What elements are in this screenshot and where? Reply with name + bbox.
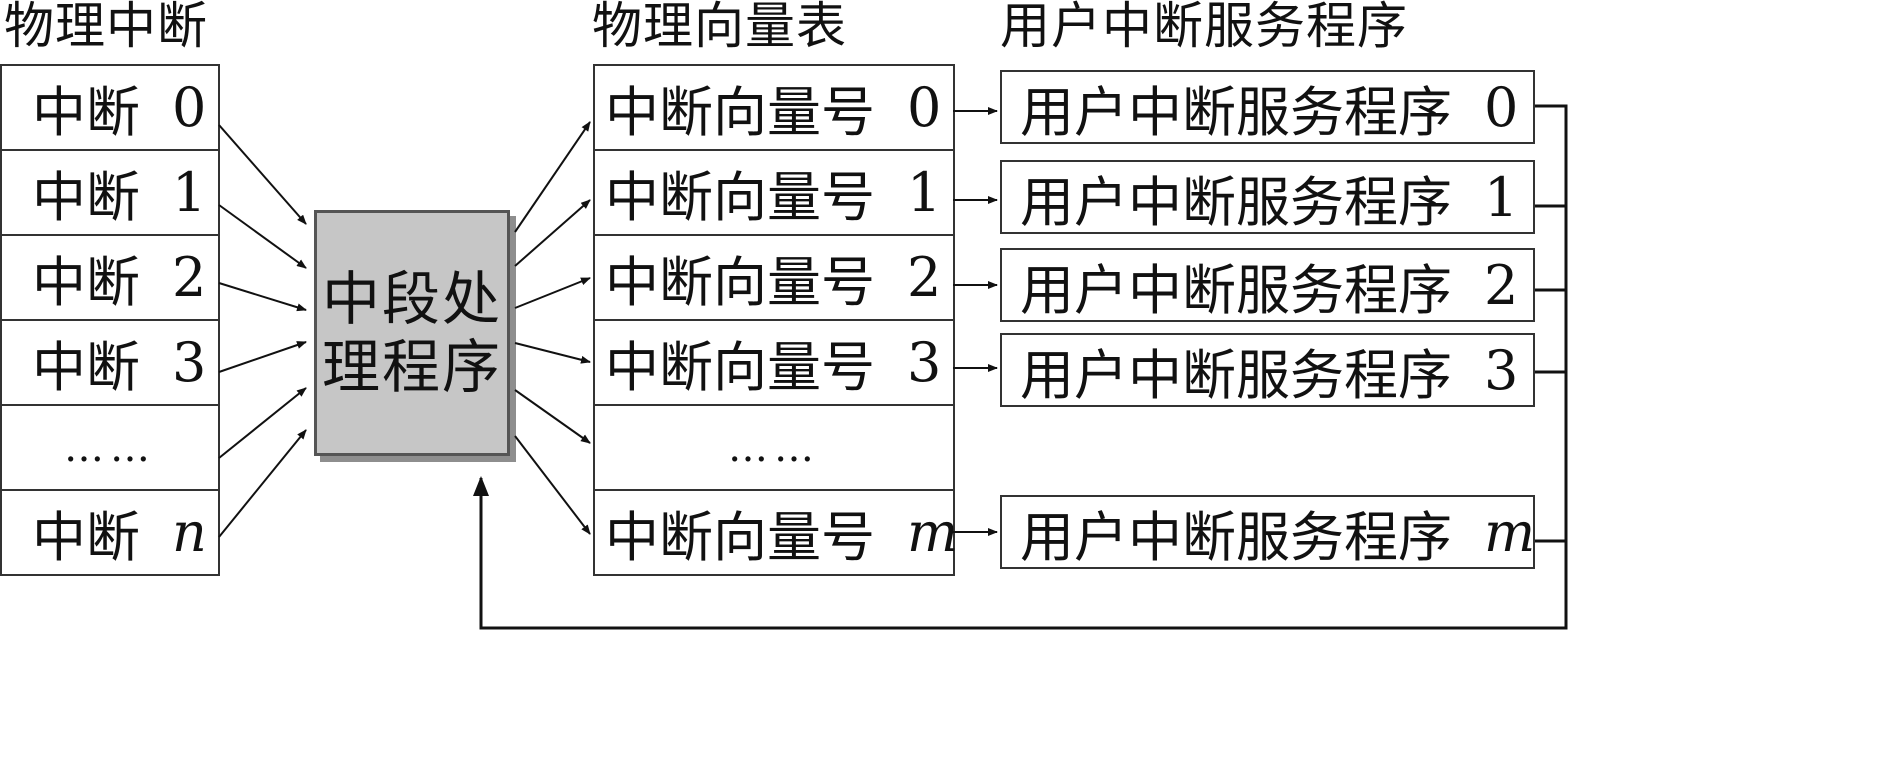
vector-row: 中断向量号 1 [595,151,953,236]
interrupt-index: 3 [172,331,207,394]
arrow-interrupt-to-handler [218,204,307,269]
interrupt-row: 中断 1 [2,151,218,236]
vector-label: 中断向量号 [605,336,875,399]
user-isr-box: 用户中断服务程序 1 [1000,160,1535,234]
user-isr-index: 3 [1484,338,1519,402]
interrupt-index: n [172,501,207,564]
user-isr-label: 用户中断服务程序 [1020,258,1452,322]
physical-interrupts-table: 中断 0 中断 1 中断 2 中断 3 …… 中断 n [0,64,220,576]
user-isr-box: 用户中断服务程序 m [1000,495,1535,569]
interrupt-label: 中断 [32,166,140,229]
arrow-handler-to-vector [514,342,591,364]
user-isr-label: 用户中断服务程序 [1020,343,1452,407]
arrow-interrupt-to-handler [218,429,307,538]
vector-label: 中断向量号 [605,251,875,314]
interrupt-label: 中断 [32,81,140,144]
arrow-interrupt-to-handler [218,387,307,459]
arrow-handler-to-vector [514,199,591,267]
vector-row: 中断向量号 0 [595,66,953,151]
physical-interrupts-title: 物理中断 [4,0,208,55]
interrupt-row: 中断 2 [2,236,218,321]
interrupt-label: 中断 [32,336,140,399]
user-isr-box: 用户中断服务程序 2 [1000,248,1535,322]
arrow-interrupt-to-handler [218,124,307,225]
interrupt-index: 0 [172,76,207,139]
arrow-interrupt-to-handler [218,341,307,373]
vector-index: 1 [907,161,942,224]
vector-index: 2 [907,246,942,309]
interrupt-label: 中断 [32,506,140,569]
user-isr-index: m [1484,500,1536,564]
interrupt-index: 2 [172,246,207,309]
interrupt-row: 中断 3 [2,321,218,406]
interrupt-index: 1 [172,161,207,224]
user-isr-index: 2 [1484,253,1519,317]
user-isr-box: 用户中断服务程序 3 [1000,333,1535,407]
interrupt-handler-label: 中段处理程序 [321,265,502,401]
vector-index: m [907,501,959,564]
arrow-handler-to-vector [514,389,591,444]
interrupt-row: 中断 n [2,491,218,574]
ellipsis: …… [728,424,820,471]
interrupt-label: 中断 [32,251,140,314]
vector-label: 中断向量号 [605,81,875,144]
arrow-handler-to-vector [514,121,591,233]
user-isr-label: 用户中断服务程序 [1020,505,1452,569]
user-isr-label: 用户中断服务程序 [1020,80,1452,144]
vector-index: 0 [907,76,942,139]
arrow-handler-to-vector [514,277,591,309]
interrupt-handler-box: 中段处理程序 [314,210,510,456]
vector-table: 中断向量号 0 中断向量号 1 中断向量号 2 中断向量号 3 …… 中断向量号 m [593,64,958,576]
user-isr-index: 0 [1484,75,1519,139]
vector-row: 中断向量号 2 [595,236,953,321]
ellipsis: …… [64,424,156,471]
physical-vector-table-title: 物理向量表 [592,0,847,55]
arrow-interrupt-to-handler [218,282,307,312]
user-isr-label: 用户中断服务程序 [1020,170,1452,234]
vector-row: 中断向量号 m [595,491,958,574]
user-isr-index: 1 [1484,165,1519,229]
vector-label: 中断向量号 [605,506,875,569]
vector-row: 中断向量号 3 [595,321,953,406]
user-isr-box: 用户中断服务程序 0 [1000,70,1535,144]
interrupt-row: 中断 0 [2,66,218,151]
vector-label: 中断向量号 [605,166,875,229]
vector-index: 3 [907,331,942,394]
user-isr-title: 用户中断服务程序 [1000,0,1408,55]
arrow-handler-to-vector [514,435,591,535]
vector-ellipsis-row: …… [595,406,953,491]
interrupt-ellipsis-row: …… [2,406,218,491]
